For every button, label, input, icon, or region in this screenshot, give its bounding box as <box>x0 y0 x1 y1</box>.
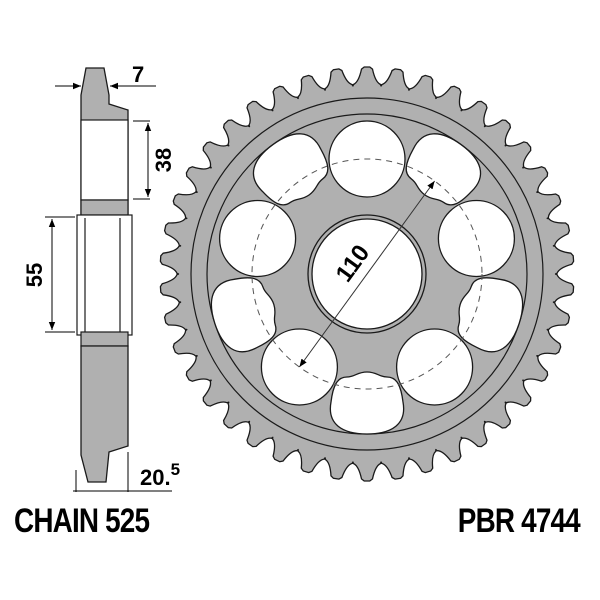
sprocket-front-view: 110 <box>159 66 575 482</box>
lobed-bolt-hole <box>457 277 524 353</box>
side-profile <box>76 67 133 483</box>
part-number-label: PBR 4744 <box>457 502 581 540</box>
svg-text:38: 38 <box>151 148 176 172</box>
svg-text:55: 55 <box>22 263 47 287</box>
svg-text:7: 7 <box>132 62 144 87</box>
svg-text:20.5: 20.5 <box>140 460 180 490</box>
chain-size-label: CHAIN 525 <box>14 502 150 540</box>
dimension-bore-height: 55 <box>22 216 75 333</box>
bolt-circle <box>251 158 483 390</box>
lobed-bolt-hole <box>210 277 277 353</box>
dimension-overall-width: 20.5 <box>73 452 180 492</box>
dimension-tooth-width: 7 <box>55 62 156 90</box>
dimension-bolt-circle <box>298 180 436 368</box>
lobed-bolt-hole <box>329 371 405 435</box>
dimension-hub-height: 38 <box>133 120 176 200</box>
outer-ring <box>190 97 544 451</box>
